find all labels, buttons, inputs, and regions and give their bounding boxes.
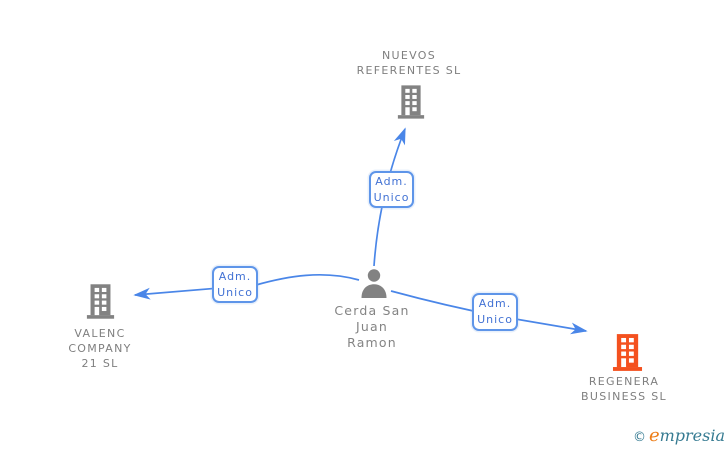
edge-label: Adm. <box>218 269 252 283</box>
person-label-line: Ramon <box>347 335 397 350</box>
building-icon[interactable] <box>612 334 643 371</box>
company-label-valenc[interactable]: VALENC COMPANY 21 SL <box>30 326 170 371</box>
edge-label-box-valenc: Adm. Unico <box>212 266 258 303</box>
edge-label-box-nuevos: Adm. Unico <box>369 171 414 208</box>
empresia-rest: mpresia <box>659 426 725 445</box>
company-label-line: BUSINESS SL <box>581 390 667 403</box>
edge-label: Unico <box>217 285 253 299</box>
person-label[interactable]: Cerda San Juan Ramon <box>302 303 442 351</box>
company-label-line: COMPANY <box>68 342 132 355</box>
edge-label: Adm. <box>375 174 408 188</box>
edge-label-box-regenera: Adm. Unico <box>472 293 518 331</box>
person-label-line: Juan <box>356 319 388 334</box>
building-icon[interactable] <box>397 85 425 119</box>
edge-line-to-valenc <box>133 273 360 300</box>
empresia-wordmark: empresia <box>649 425 725 446</box>
empresia-initial: e <box>648 425 660 446</box>
company-label-line: 21 SL <box>81 357 119 370</box>
copyright-icon: © <box>632 430 646 445</box>
building-icon[interactable] <box>86 283 115 320</box>
person-icon[interactable] <box>360 269 388 298</box>
edge-label: Unico <box>477 313 513 326</box>
company-label-line: VALENC <box>74 327 126 340</box>
person-label-line: Cerda San <box>334 303 410 318</box>
company-label-line: NUEVOS <box>381 49 436 62</box>
company-label-regenera[interactable]: REGENERA BUSINESS SL <box>544 374 704 404</box>
company-label-line: REFERENTES SL <box>356 64 462 77</box>
edge-label: Adm. <box>478 297 512 310</box>
company-label-nuevos[interactable]: NUEVOS REFERENTES SL <box>309 48 509 78</box>
empresia-logo: © empresia <box>633 425 725 446</box>
edge-label: Unico <box>373 190 410 204</box>
company-label-line: REGENERA <box>588 375 660 388</box>
